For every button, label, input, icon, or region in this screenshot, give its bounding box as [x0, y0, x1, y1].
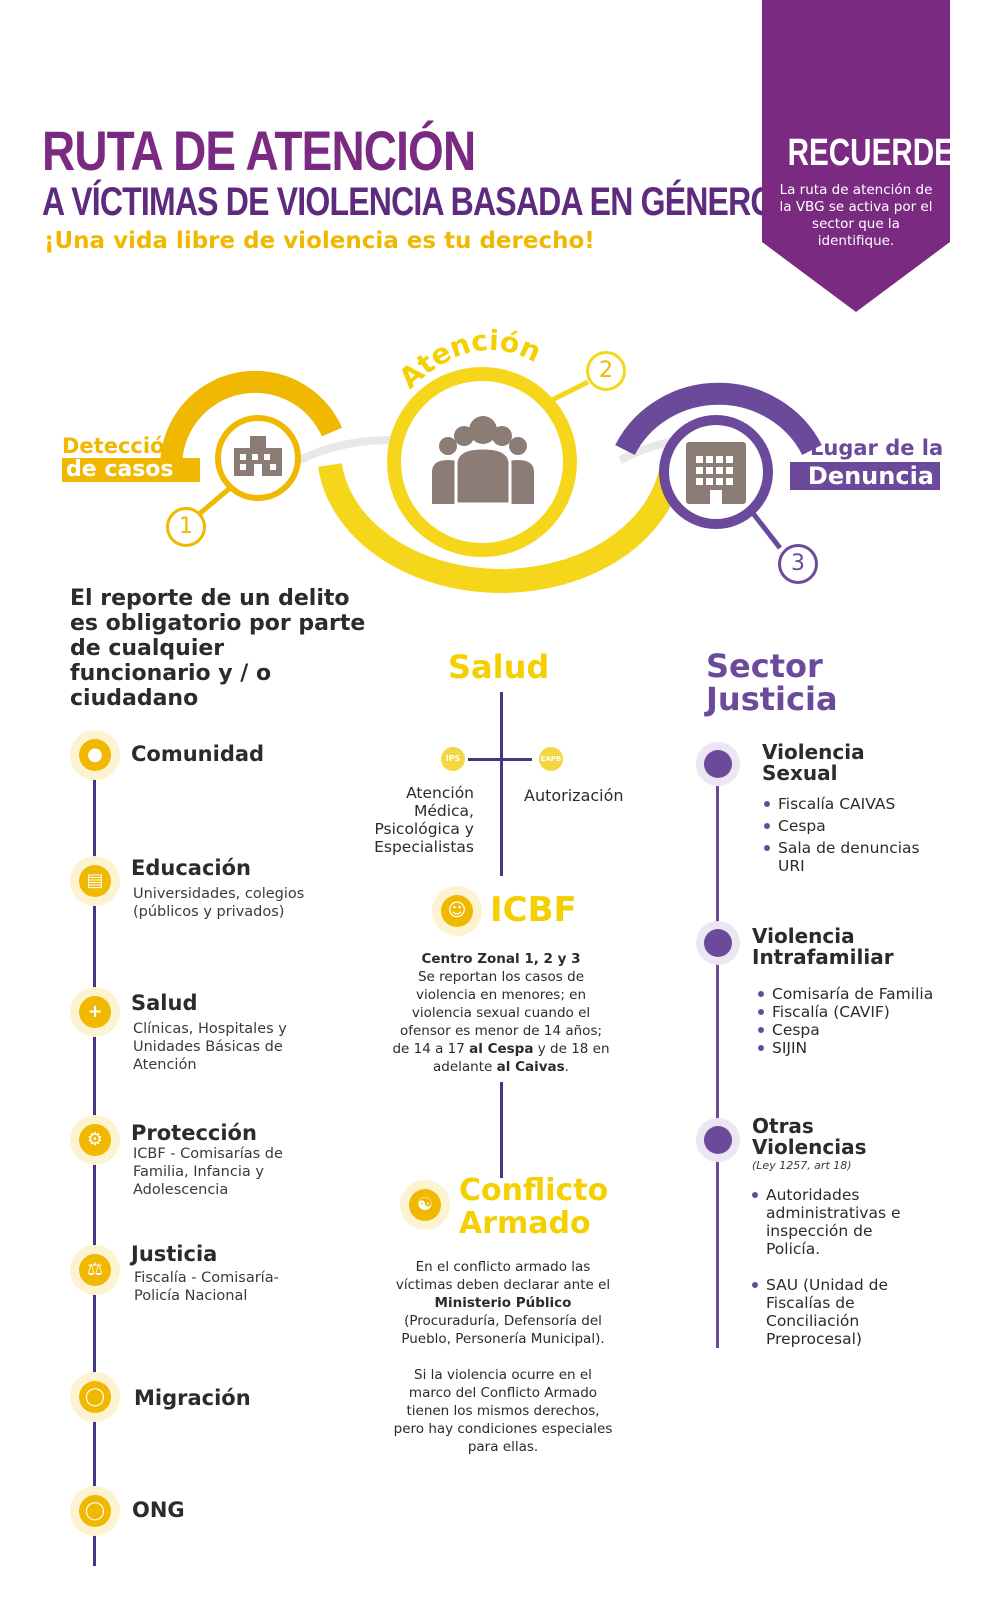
recuerde-text: La ruta de atención de la VBG se activa … [779, 182, 933, 249]
recuerde-banner [762, 0, 950, 312]
left-item-desc: Fiscalía - Comisaría- Policía Nacional [134, 1270, 279, 1304]
eapb-icon: EAPB [539, 747, 563, 771]
report-text: El reporte de un delito es obligatorio p… [70, 586, 366, 711]
step3-label-line1: Lugar de la [810, 436, 944, 460]
salud-line [500, 692, 503, 876]
shield-icon: ◯ [70, 1486, 120, 1536]
step1-number: 1 [166, 507, 206, 547]
step2-label: Atención [392, 324, 546, 395]
conflicto-title: Conflicto Armado [459, 1173, 609, 1241]
icbf-title: ICBF [490, 890, 577, 930]
main-title: RUTA DE ATENCIÓN [42, 119, 476, 182]
slogan: ¡Una vida libre de violencia es tu derec… [44, 228, 595, 254]
shield-icon: ◯ [70, 1372, 120, 1422]
conflicto-icon: ☯ [400, 1180, 450, 1230]
group-list: Comisaría de Familia Fiscalía (CAVIF) Ce… [758, 985, 958, 1057]
community-icon: ● [70, 730, 120, 780]
left-item-title: Migración [134, 1386, 251, 1410]
left-item-title: ONG [132, 1498, 185, 1522]
plus-icon: + [70, 987, 120, 1037]
icbf-text: Centro Zonal 1, 2 y 3 Se reportan los ca… [392, 951, 610, 1075]
left-item-desc: Universidades, colegios (públicos y priv… [133, 886, 305, 920]
conflicto-text: En el conflicto armado las víctimas debe… [393, 1259, 613, 1455]
step1-label-line1: Detección [62, 434, 180, 458]
gavel-icon: ⚖ [70, 1245, 120, 1295]
protection-icon: ⚙ [70, 1115, 120, 1165]
icbf-zone: Centro Zonal 1, 2 y 3 [421, 951, 581, 967]
salud-title: Salud [448, 648, 550, 686]
salud-branch [468, 758, 532, 761]
left-item-title: Protección [131, 1121, 257, 1145]
step2-number: 2 [586, 351, 626, 391]
shield-icon [696, 1118, 740, 1162]
right-timeline [716, 786, 719, 1348]
group-list: Fiscalía CAIVAS Cespa Sala de denuncias … [764, 795, 934, 875]
group-title: Violencia Intrafamiliar [752, 924, 894, 969]
step3-label-line2: Denuncia [790, 462, 940, 490]
group-note: (Ley 1257, art 18) [752, 1159, 852, 1172]
group-title: Otras Violencias [752, 1114, 867, 1159]
step1-label-line2: de casos [62, 458, 200, 482]
left-item-desc: ICBF - Comisarías de Familia, Infancia y… [133, 1146, 283, 1198]
icbf-line [500, 1082, 503, 1178]
shield-icon [696, 742, 740, 786]
left-item-title: Salud [131, 991, 198, 1015]
shield-icon [696, 921, 740, 965]
left-item-title: Justicia [131, 1242, 218, 1266]
left-timeline [93, 776, 96, 1566]
document-icon: ▤ [70, 856, 120, 906]
left-item-title: Educación [131, 856, 251, 880]
group-title: Violencia Sexual [762, 740, 865, 785]
step3-number: 3 [778, 544, 818, 584]
group-list: Autoridades administrativas e inspección… [752, 1186, 922, 1348]
left-item-title: Comunidad [131, 742, 265, 766]
atencion-text: Atención Médica, Psicológica y Especiali… [374, 784, 474, 856]
office-building-icon [686, 442, 746, 504]
left-item-desc: Clínicas, Hospitales y Unidades Básicas … [133, 1021, 287, 1073]
autorizacion-text: Autorización [524, 786, 624, 805]
sector-justicia-title: Sector Justicia [706, 647, 838, 718]
recuerde-title: RECUERDE! [787, 132, 964, 174]
school-building-icon [234, 436, 282, 476]
icbf-icon: ☺ [432, 886, 482, 936]
ips-icon: IPS [441, 747, 465, 771]
people-group-icon [432, 416, 534, 506]
main-subtitle: A VÍCTIMAS DE VIOLENCIA BASADA EN GÉNERO [42, 180, 775, 224]
svg-text:Atención: Atención [392, 324, 546, 395]
